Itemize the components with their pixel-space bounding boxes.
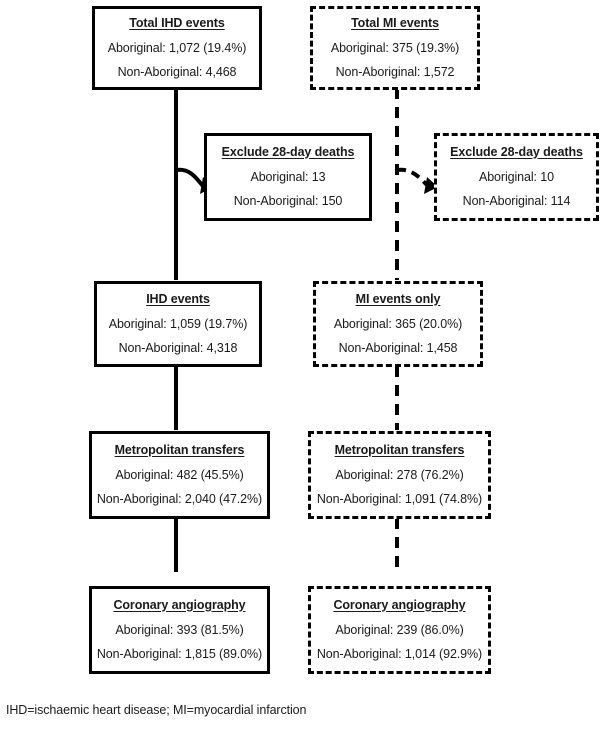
node-title: Exclude 28-day deaths xyxy=(450,144,583,159)
node-coronary-angiography-mi[interactable]: Coronary angiography Aboriginal: 239 (86… xyxy=(308,586,491,674)
node-aboriginal-count: Aboriginal: 393 (81.5%) xyxy=(115,622,244,637)
node-ihd-events[interactable]: IHD events Aboriginal: 1,059 (19.7%) Non… xyxy=(94,281,262,367)
node-non-aboriginal-count: Non-Aboriginal: 1,458 xyxy=(338,340,458,355)
node-total-mi-events[interactable]: Total MI events Aboriginal: 375 (19.3%) … xyxy=(310,6,480,90)
node-aboriginal-count: Aboriginal: 365 (20.0%) xyxy=(333,316,463,331)
node-aboriginal-count: Aboriginal: 278 (76.2%) xyxy=(335,467,464,482)
node-non-aboriginal-count: Non-Aboriginal: 1,815 (89.0%) xyxy=(96,646,263,661)
node-non-aboriginal-count: Non-Aboriginal: 150 xyxy=(233,193,343,208)
node-non-aboriginal-count: Non-Aboriginal: 4,318 xyxy=(118,340,238,355)
node-non-aboriginal-count: Non-Aboriginal: 1,572 xyxy=(335,64,455,79)
node-non-aboriginal-count: Non-Aboriginal: 4,468 xyxy=(117,64,237,79)
node-aboriginal-count: Aboriginal: 10 xyxy=(478,169,555,184)
arrowhead-mi-exclude xyxy=(424,177,438,194)
connector-ihd-exclude-arrow xyxy=(175,167,205,188)
node-metropolitan-transfers-mi[interactable]: Metropolitan transfers Aboriginal: 278 (… xyxy=(308,431,491,519)
node-total-ihd-events[interactable]: Total IHD events Aboriginal: 1,072 (19.4… xyxy=(92,6,262,90)
node-aboriginal-count: Aboriginal: 375 (19.3%) xyxy=(330,40,460,55)
node-mi-events-only[interactable]: MI events only Aboriginal: 365 (20.0%) N… xyxy=(313,281,483,367)
node-aboriginal-count: Aboriginal: 13 xyxy=(250,169,326,184)
node-exclude-28-day-deaths-mi[interactable]: Exclude 28-day deaths Aboriginal: 10 Non… xyxy=(434,133,599,221)
node-title: IHD events xyxy=(146,291,210,306)
node-title: Coronary angiography xyxy=(333,597,466,612)
node-title: Metropolitan transfers xyxy=(114,442,245,457)
figure-footnote: IHD=ischaemic heart disease; MI=myocardi… xyxy=(6,703,307,717)
node-title: Metropolitan transfers xyxy=(334,442,465,457)
node-title: Coronary angiography xyxy=(113,597,246,612)
node-non-aboriginal-count: Non-Aboriginal: 114 xyxy=(462,193,571,208)
node-title: Total MI events xyxy=(351,15,439,30)
node-non-aboriginal-count: Non-Aboriginal: 2,040 (47.2%) xyxy=(96,491,263,506)
node-aboriginal-count: Aboriginal: 239 (86.0%) xyxy=(335,622,464,637)
node-non-aboriginal-count: Non-Aboriginal: 1,091 (74.8%) xyxy=(316,491,483,506)
node-non-aboriginal-count: Non-Aboriginal: 1,014 (92.9%) xyxy=(316,646,483,661)
node-aboriginal-count: Aboriginal: 1,059 (19.7%) xyxy=(108,316,248,331)
node-metropolitan-transfers-ihd[interactable]: Metropolitan transfers Aboriginal: 482 (… xyxy=(89,431,270,519)
connector-mi-exclude-arrow xyxy=(396,167,430,188)
node-aboriginal-count: Aboriginal: 482 (45.5%) xyxy=(115,467,244,482)
node-coronary-angiography-ihd[interactable]: Coronary angiography Aboriginal: 393 (81… xyxy=(89,586,270,674)
node-exclude-28-day-deaths-ihd[interactable]: Exclude 28-day deaths Aboriginal: 13 Non… xyxy=(204,133,372,221)
node-aboriginal-count: Aboriginal: 1,072 (19.4%) xyxy=(107,40,247,55)
node-title: MI events only xyxy=(355,291,441,306)
node-title: Total IHD events xyxy=(129,15,225,30)
node-title: Exclude 28-day deaths xyxy=(221,144,355,159)
